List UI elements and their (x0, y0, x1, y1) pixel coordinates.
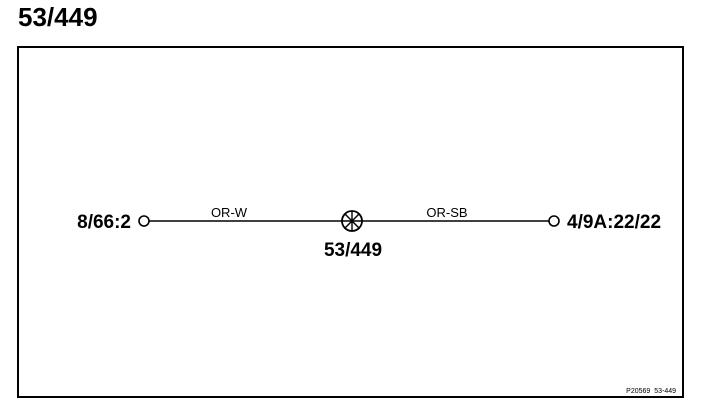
open-circle-icon (138, 215, 150, 227)
edge-label-right: OR-SB (426, 205, 467, 220)
open-circle-icon (548, 215, 560, 227)
edge-label-left: OR-W (211, 205, 248, 220)
circled-asterisk-icon (341, 210, 363, 232)
footnote-reference: P20569 53-449 (626, 388, 676, 395)
diagram-frame (17, 46, 684, 398)
node-label-center: 53/449 (324, 240, 382, 261)
node-label-right: 4/9A:22/22 (567, 212, 661, 233)
node-label-left: 8/66:2 (77, 212, 131, 233)
page-title: 53/449 (18, 2, 98, 32)
